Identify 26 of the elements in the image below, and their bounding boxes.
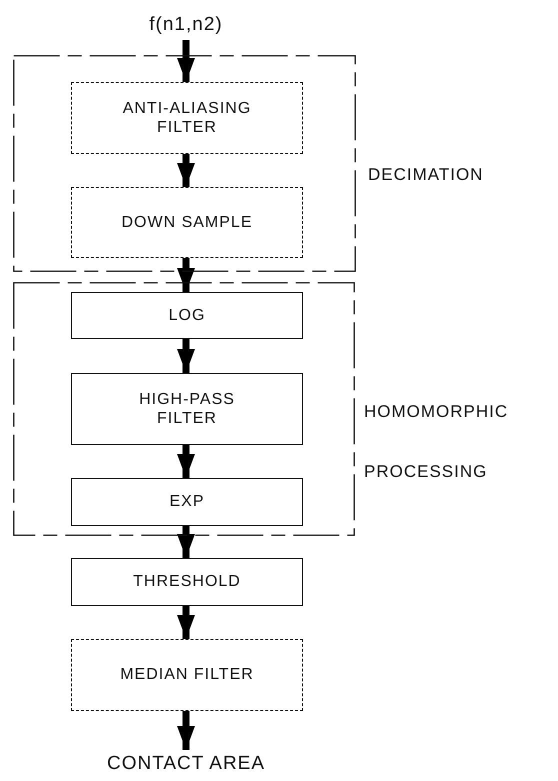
arrow	[177, 711, 195, 750]
arrow	[177, 40, 195, 82]
arrow	[177, 526, 195, 558]
arrow	[177, 445, 195, 478]
box-label: LOG	[168, 306, 206, 326]
process-box	[71, 558, 303, 606]
output-label: CONTACT AREA	[106, 752, 266, 776]
arrow	[177, 154, 195, 187]
box-label: MEDIAN FILTER	[120, 665, 254, 685]
box-label: DOWN SAMPLE	[121, 212, 252, 232]
dashed-process-box	[71, 82, 303, 154]
input-label: f(n1,n2)	[149, 14, 223, 36]
process-box	[71, 292, 303, 339]
process-box	[71, 478, 303, 526]
group-label: DECIMATION	[368, 164, 484, 186]
arrow	[177, 339, 195, 373]
box-label: EXP	[169, 492, 204, 512]
box-label: HIGH-PASS FILTER	[138, 390, 236, 428]
group-label: HOMOMORPHIC PROCESSING	[364, 401, 510, 483]
box-label: THRESHOLD	[133, 572, 241, 592]
box-label: ANTI-ALIASING FILTER	[122, 98, 252, 138]
dashed-process-box	[71, 639, 303, 711]
arrow	[177, 606, 195, 639]
arrow	[177, 258, 195, 292]
dashed-process-box	[71, 187, 303, 258]
process-box	[71, 373, 303, 445]
